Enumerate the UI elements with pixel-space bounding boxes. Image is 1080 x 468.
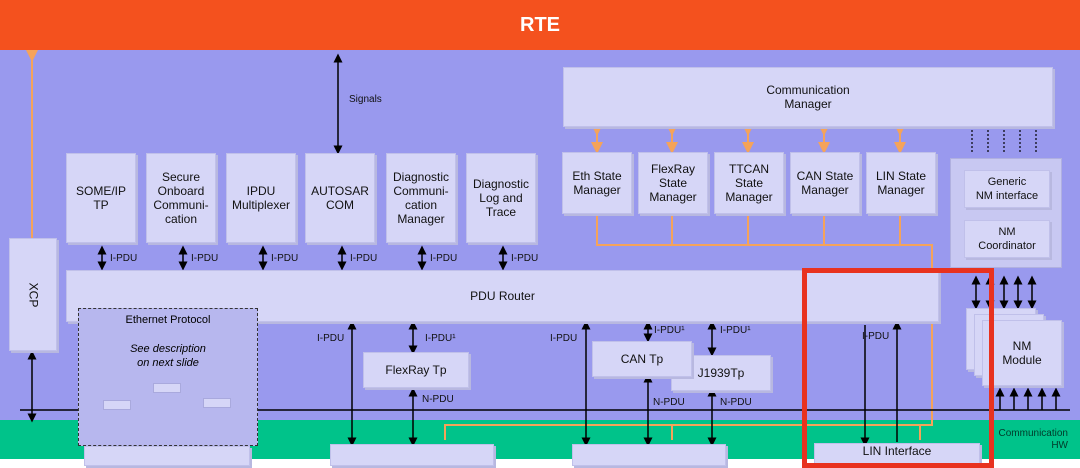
ipdu-label: I-PDU (550, 333, 578, 344)
communication-manager[interactable]: Communication Manager (563, 67, 1053, 127)
can-interface-box[interactable] (572, 444, 726, 466)
someip-tp-module[interactable]: SOME/IP TP (66, 153, 136, 243)
npdu-label: N-PDU (422, 394, 454, 405)
lin-interface-box[interactable]: LIN Interface (814, 443, 980, 467)
highlight-frame (802, 268, 994, 468)
xcp-label: XCP (26, 282, 40, 307)
ipdu-label: I-PDU (271, 253, 299, 264)
lin-interface-label: LIN Interface (862, 444, 932, 458)
ethernet-interface-box[interactable] (84, 446, 250, 466)
ethernet-subbox (103, 400, 131, 410)
nm-coordinator[interactable]: NM Coordinator (964, 220, 1050, 258)
communication-hw-label: Communication HW (998, 428, 1068, 451)
ipdu-label: I-PDU (317, 333, 345, 344)
flexray-state-manager[interactable]: FlexRay State Manager (638, 152, 708, 214)
flexray-interface-box[interactable] (330, 444, 494, 466)
ipdu-label: I-PDU (430, 253, 458, 264)
lin-state-manager[interactable]: LIN State Manager (866, 152, 936, 214)
ipdu-label: I-PDU (511, 253, 539, 264)
ipdu-label: I-PDU (862, 331, 890, 342)
nm-module[interactable]: NM Module (982, 320, 1062, 386)
npdu-label: N-PDU (653, 397, 685, 408)
ethernet-protocol-note: See description on next slide (130, 343, 206, 369)
ethernet-subbox (203, 398, 231, 408)
flexray-tp[interactable]: FlexRay Tp (363, 352, 469, 388)
secoc-module[interactable]: Secure Onboard Communi- cation (146, 153, 216, 243)
diagnostic-communication-manager[interactable]: Diagnostic Communi- cation Manager (386, 153, 456, 243)
ethernet-subbox (153, 383, 181, 393)
diagnostic-log-trace-module[interactable]: Diagnostic Log and Trace (466, 153, 536, 243)
ipdu-multiplexer-module[interactable]: IPDU Multiplexer (226, 153, 296, 243)
rte-label: RTE (520, 13, 560, 36)
eth-state-manager[interactable]: Eth State Manager (562, 152, 632, 214)
ttcan-state-manager[interactable]: TTCAN State Manager (714, 152, 784, 214)
autosar-com-module[interactable]: AUTOSAR COM (305, 153, 375, 243)
ipdu-label: I-PDU¹ (425, 333, 456, 344)
xcp-module[interactable]: XCP (9, 238, 57, 351)
pdu-router[interactable]: PDU Router (66, 270, 939, 322)
ipdu-label: I-PDU (191, 253, 219, 264)
npdu-label: N-PDU (720, 397, 752, 408)
ethernet-protocol-group[interactable] (78, 308, 258, 446)
ethernet-protocol-title: Ethernet Protocol (125, 314, 211, 326)
signals-label: Signals (349, 94, 382, 105)
ipdu-label: I-PDU¹ (720, 325, 751, 336)
can-state-manager[interactable]: CAN State Manager (790, 152, 860, 214)
ipdu-label: I-PDU¹ (654, 325, 685, 336)
ipdu-label: I-PDU (110, 253, 138, 264)
rte-bar: RTE (0, 0, 1080, 50)
can-tp[interactable]: CAN Tp (592, 341, 692, 377)
generic-nm-interface[interactable]: Generic NM interface (964, 170, 1050, 208)
ipdu-label: I-PDU (350, 253, 378, 264)
